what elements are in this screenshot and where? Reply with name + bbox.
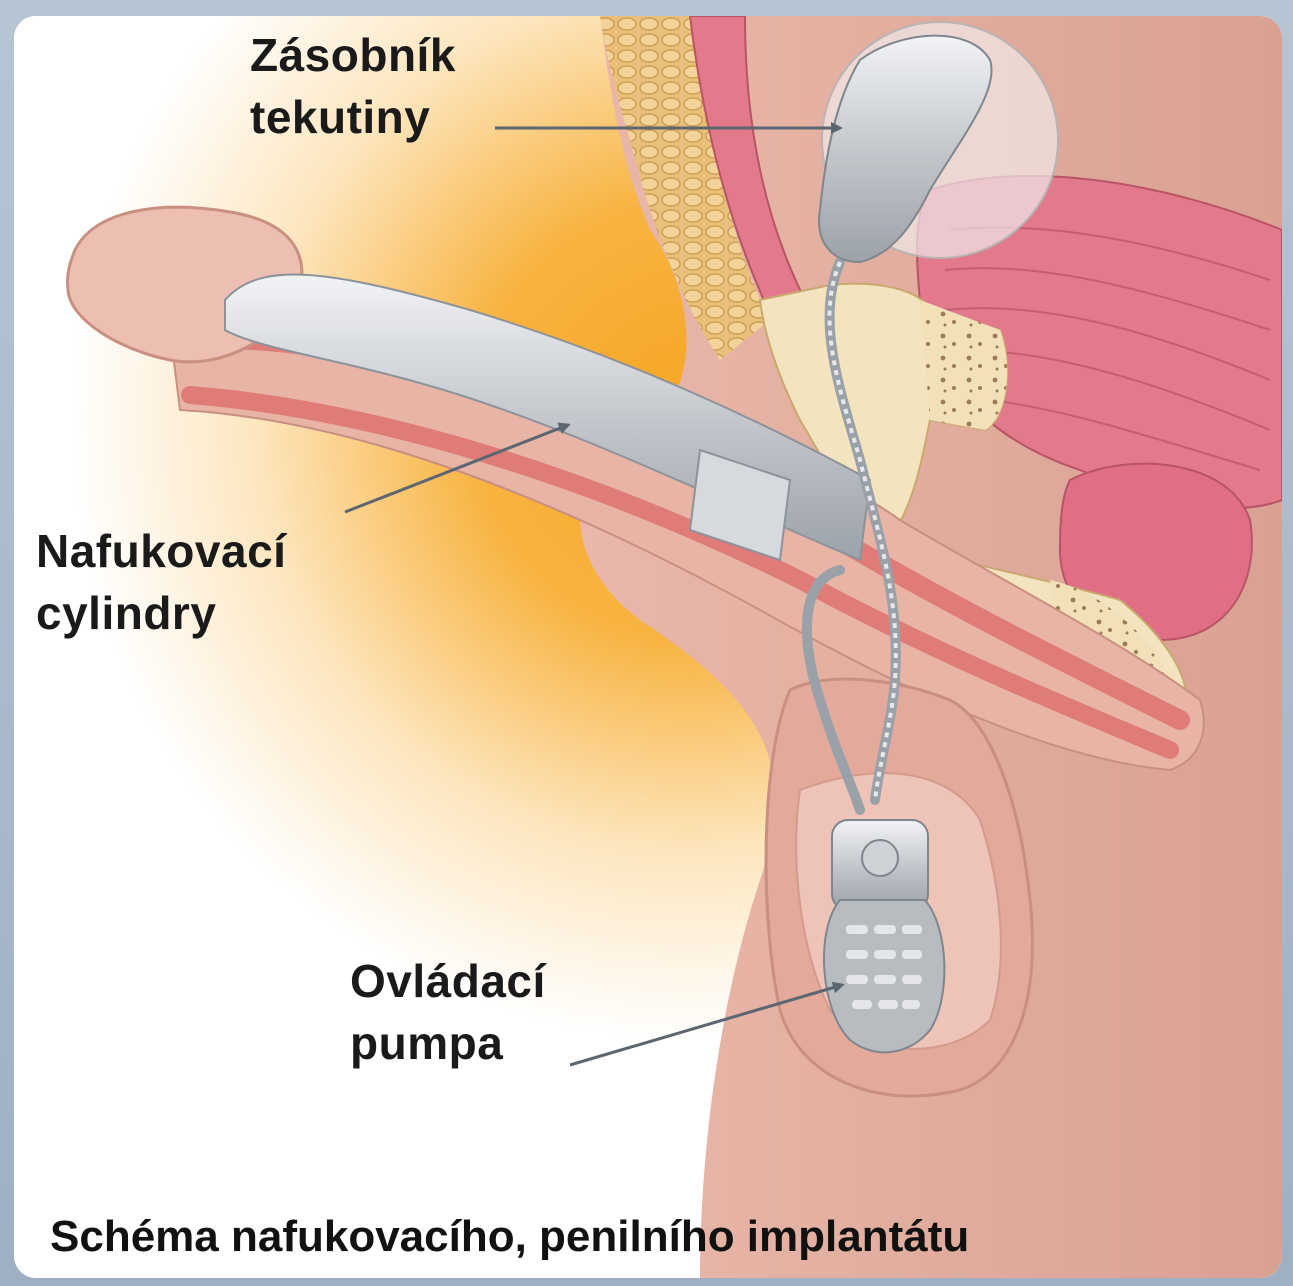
label-reservoir: Zásobník tekutiny xyxy=(250,24,456,148)
label-pump-line1: Ovládací xyxy=(350,950,546,1012)
label-reservoir-line2: tekutiny xyxy=(250,86,456,148)
label-cylinders: Nafukovací cylindry xyxy=(36,520,286,644)
label-pump: Ovládací pumpa xyxy=(350,950,546,1074)
pump-valve-button xyxy=(862,840,898,876)
label-pump-line2: pumpa xyxy=(350,1012,546,1074)
label-reservoir-line1: Zásobník xyxy=(250,24,456,86)
diagram-caption: Schéma nafukovacího, penilního implantát… xyxy=(50,1207,1280,1267)
anatomy-illustration xyxy=(14,16,1282,1278)
label-cylinders-line2: cylindry xyxy=(36,582,286,644)
label-cylinders-line1: Nafukovací xyxy=(36,520,286,582)
illustration-panel xyxy=(14,16,1282,1278)
